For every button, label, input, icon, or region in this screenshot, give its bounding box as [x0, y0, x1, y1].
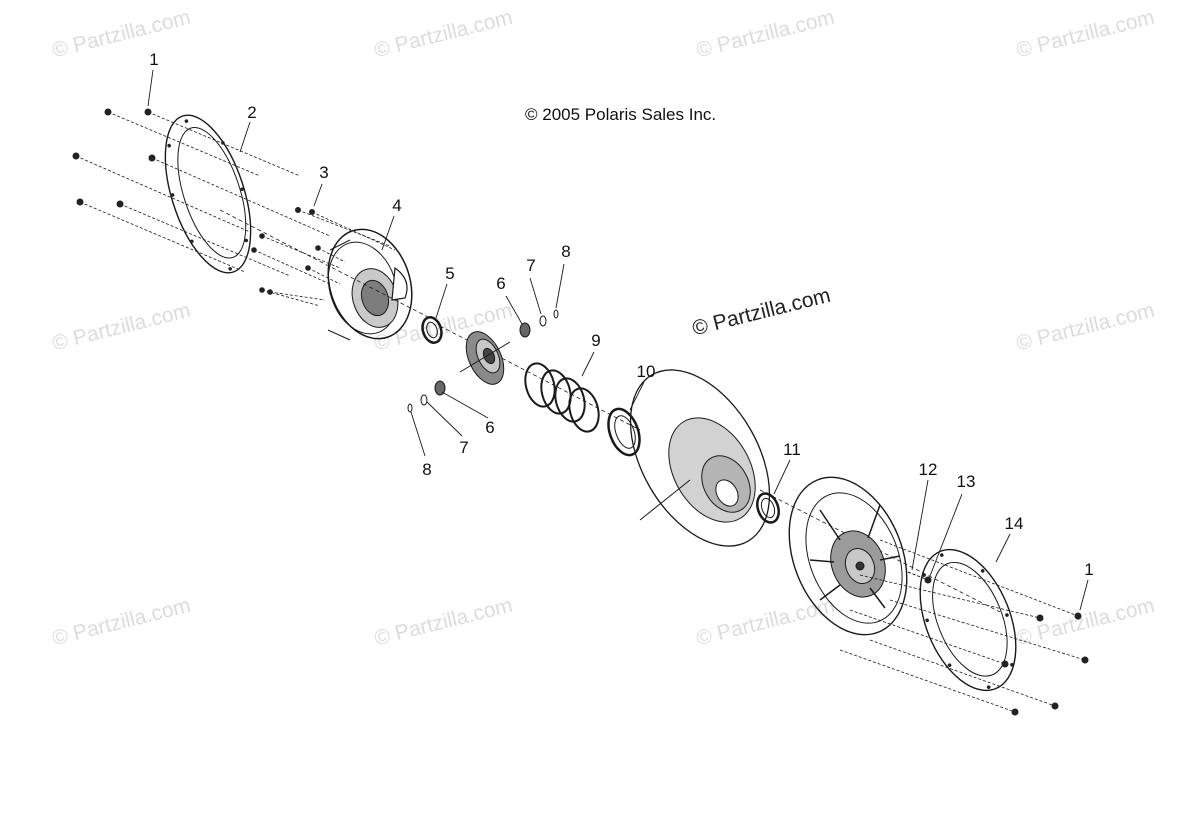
small-hardware [907, 571, 932, 584]
bolt-heads-right [1001, 612, 1089, 716]
gasket-ring-right [919, 548, 1017, 692]
callout-1-right: 1 [1084, 560, 1094, 579]
seal-ring [421, 316, 443, 344]
callout-7: 7 [526, 256, 536, 275]
callout-1: 1 [149, 50, 159, 69]
spacer-ring [756, 492, 780, 524]
spring [524, 362, 600, 433]
bolt-set-right [839, 539, 1086, 713]
spring-seat [607, 407, 641, 457]
center-axis [219, 209, 1001, 613]
copyright-text: © 2005 Polaris Sales Inc. [525, 105, 717, 124]
moveable-sheave [788, 476, 908, 636]
callout-2: 2 [247, 103, 257, 122]
gasket-ring-left [164, 114, 252, 274]
callout-5: 5 [445, 264, 455, 283]
clutch-housing [327, 228, 413, 341]
callout-6: 6 [496, 274, 506, 293]
roller-hub [459, 331, 511, 385]
callout-10: 10 [636, 362, 656, 381]
callout-7-lower: 7 [459, 438, 469, 457]
callout-11: 11 [783, 440, 801, 459]
callout-6-lower: 6 [485, 418, 495, 437]
roller-lower [407, 380, 446, 413]
roller-upper [519, 309, 559, 338]
callout-14: 14 [1004, 514, 1024, 533]
stationary-sheave [629, 369, 771, 547]
callout-9: 9 [591, 331, 601, 350]
bolt-set-left [75, 111, 396, 307]
callout-4: 4 [392, 196, 402, 215]
bolt-heads-left [72, 108, 321, 295]
callout-8: 8 [561, 242, 571, 261]
leader-lines [147, 69, 1089, 611]
callout-3: 3 [319, 163, 329, 182]
callout-8-lower: 8 [422, 460, 432, 479]
callout-13: 13 [956, 472, 976, 491]
callout-12: 12 [918, 460, 938, 479]
